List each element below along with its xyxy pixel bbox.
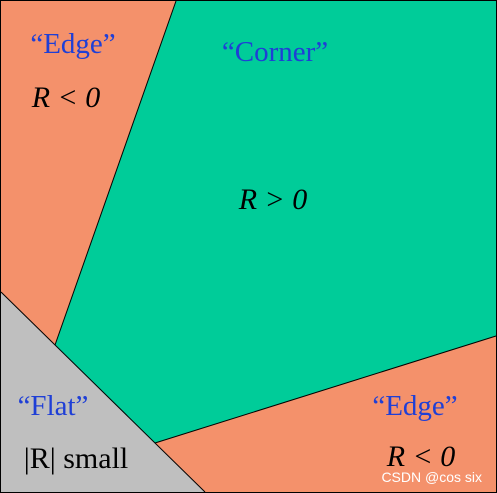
corner-region: [55, 1, 496, 443]
boundary-line-right: [154, 335, 497, 444]
watermark: CSDN @cos six: [381, 469, 482, 485]
boundary-line-top: [54, 0, 177, 346]
corner-title: “Corner”: [222, 36, 328, 68]
flat-title: “Flat”: [18, 390, 89, 422]
boundary-line-flat: [0, 291, 206, 493]
flat-formula: |R| small: [24, 442, 129, 475]
edge-bottom-title: “Edge”: [372, 390, 457, 422]
corner-formula: R > 0: [238, 183, 308, 216]
edge-bottom-formula: R < 0: [386, 440, 456, 473]
edge-top-title: “Edge”: [30, 28, 115, 60]
edge-top-formula: R < 0: [31, 81, 101, 114]
